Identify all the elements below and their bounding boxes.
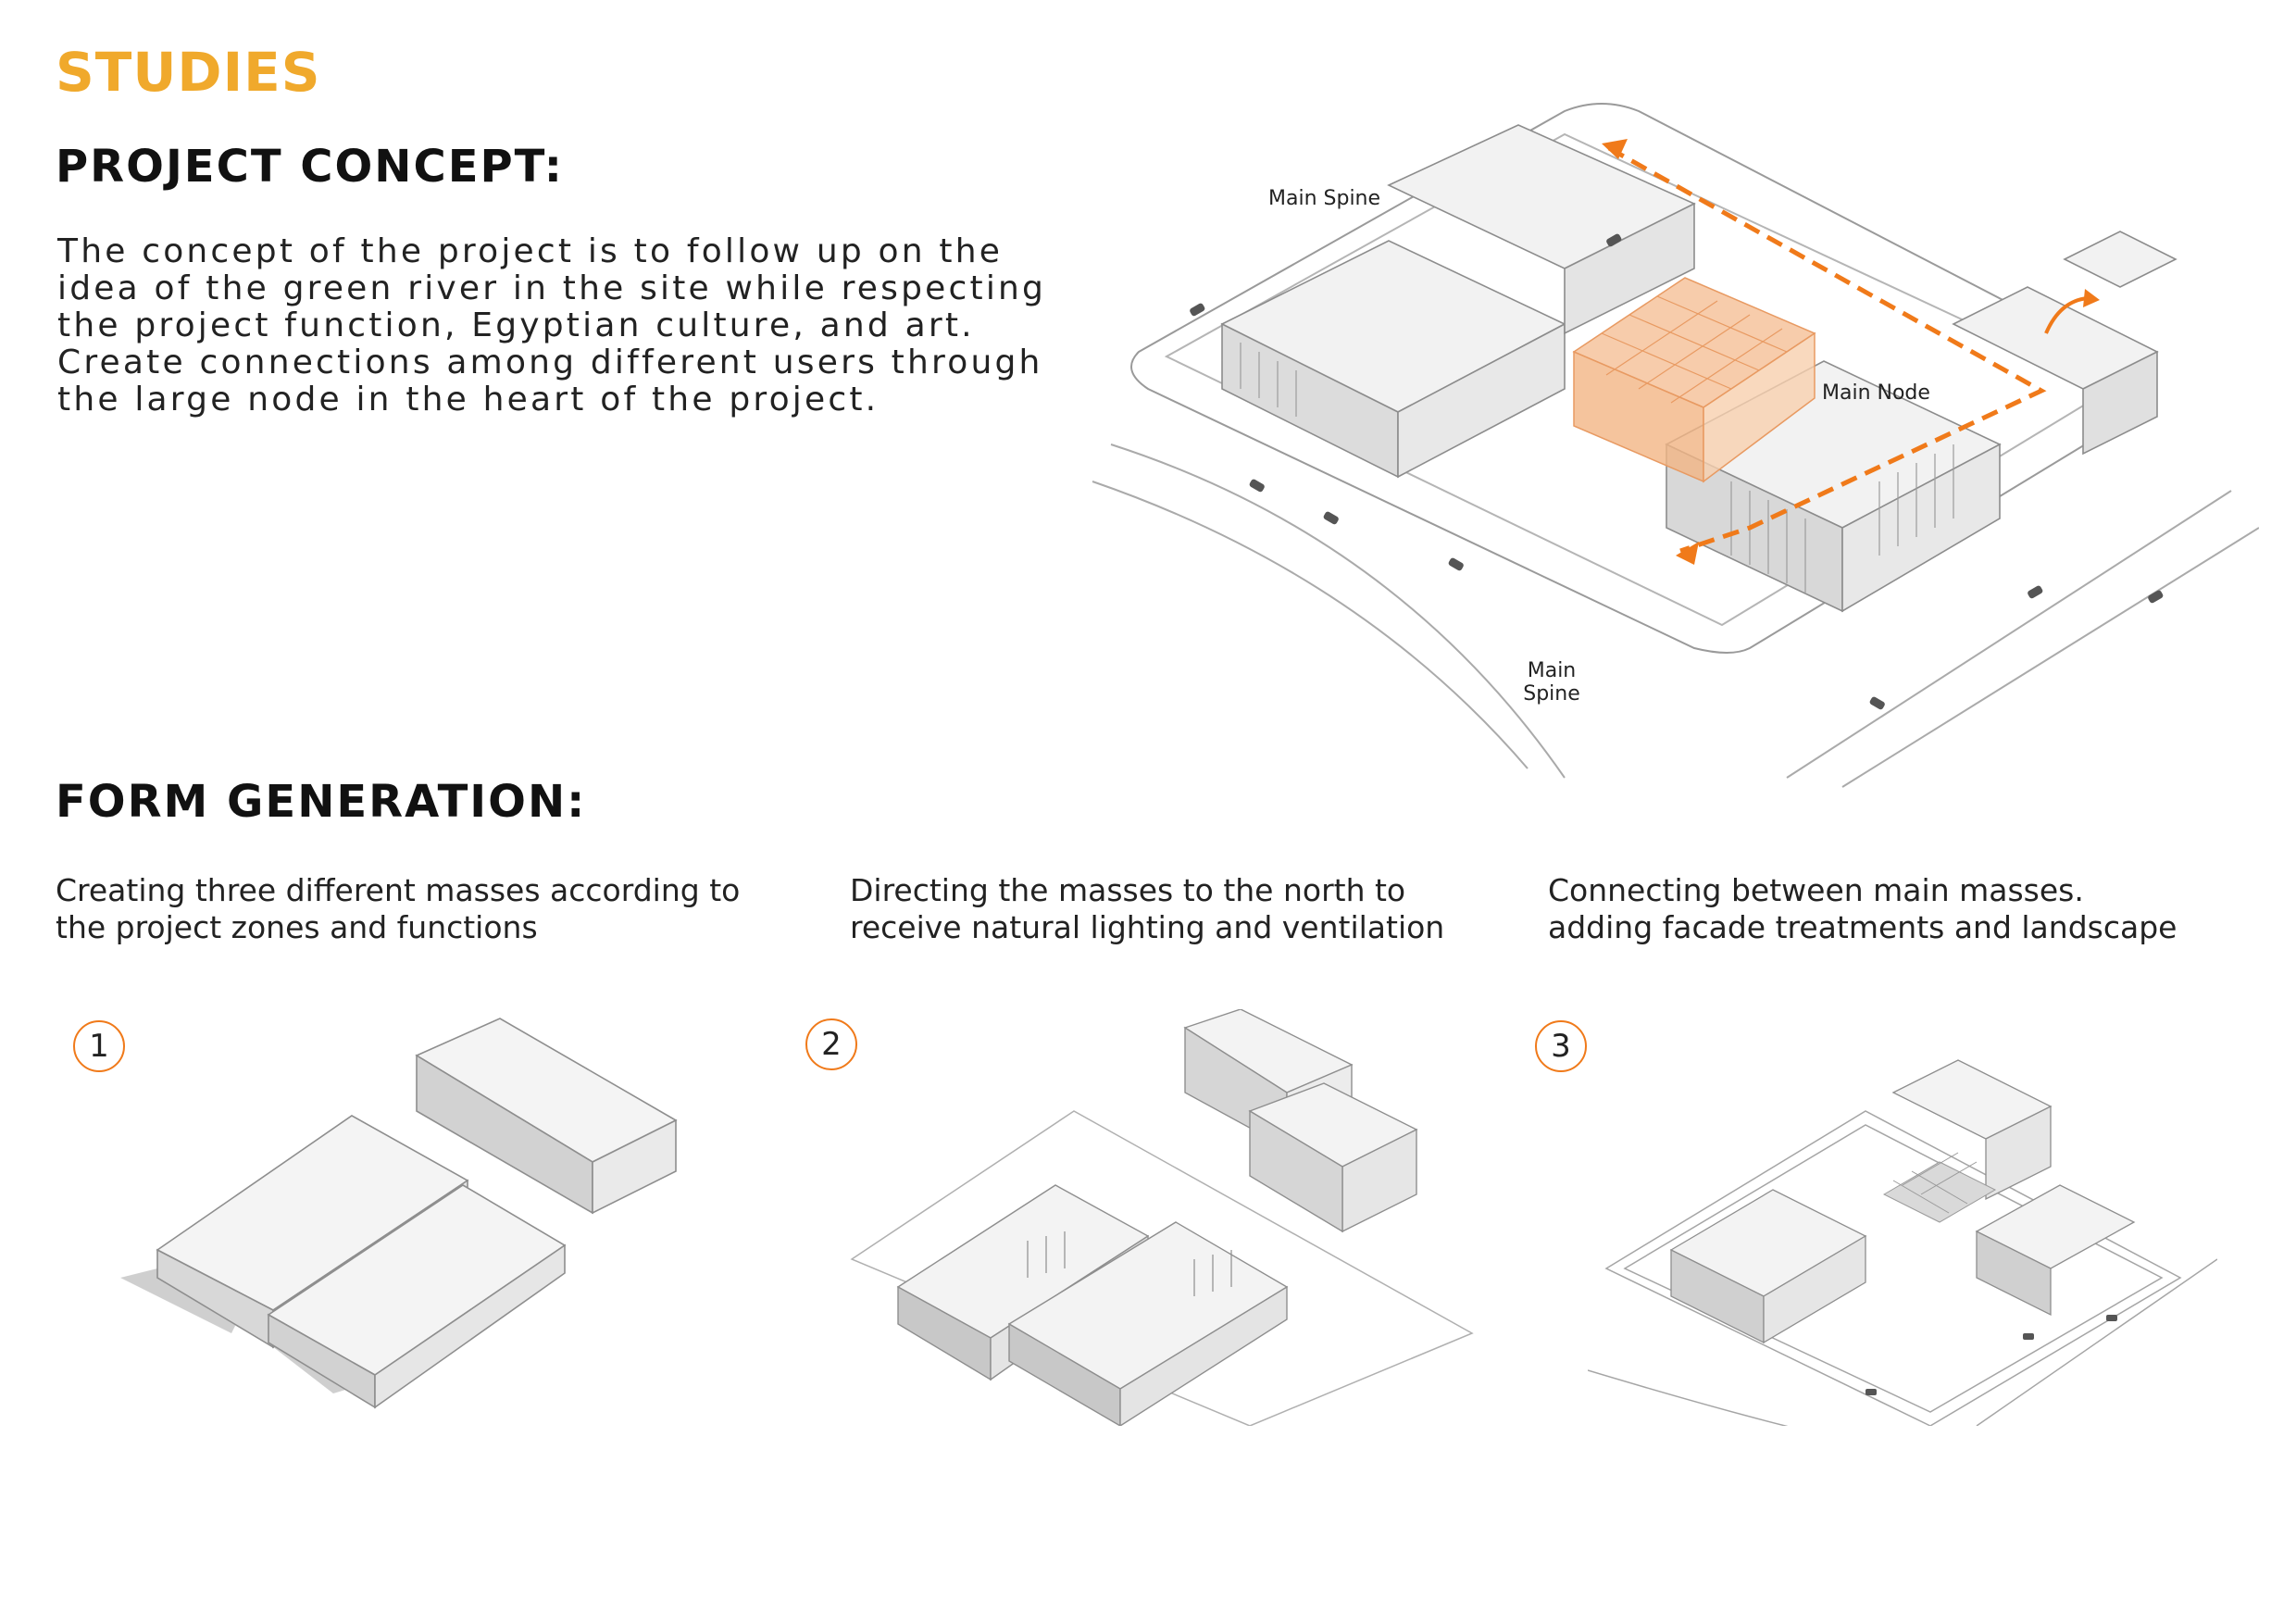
step-1-caption: Creating three different masses accordin… bbox=[56, 872, 740, 946]
concept-text: The concept of the project is to follow … bbox=[57, 232, 1047, 418]
main-spine-line bbox=[1607, 145, 2047, 554]
label-main-spine-bottom-line1: Main bbox=[1527, 659, 1577, 682]
step-2-caption: Directing the masses to the north to rec… bbox=[850, 872, 1444, 946]
concept-heading: PROJECT CONCEPT: bbox=[56, 141, 564, 193]
step-2-caption-line2: receive natural lighting and ventilation bbox=[850, 909, 1445, 945]
label-main-spine-bottom: Main Spine bbox=[1515, 659, 1589, 706]
step-1-masses-diagram bbox=[120, 1018, 678, 1409]
node-arrow bbox=[2044, 296, 2089, 334]
label-main-spine-bottom-line2: Spine bbox=[1523, 682, 1580, 706]
step-2-number: 2 bbox=[805, 1018, 857, 1070]
site-plan-axonometric bbox=[1092, 103, 2259, 788]
spine-arrow-top bbox=[1602, 139, 1628, 159]
main-node-highlight bbox=[1572, 277, 1816, 483]
step-2-caption-line1: Directing the masses to the north to bbox=[850, 872, 1406, 908]
section-title: STUDIES bbox=[56, 41, 321, 104]
step-3-caption-line1: Connecting between main masses. bbox=[1548, 872, 2084, 908]
step-3-connected-masses-diagram bbox=[1588, 1059, 2217, 1426]
form-generation-heading: FORM GENERATION: bbox=[56, 776, 587, 828]
step-1-caption-line1: Creating three different masses accordin… bbox=[56, 872, 741, 908]
step-2-oriented-masses-diagram bbox=[850, 1009, 1474, 1426]
step-3-caption: Connecting between main masses. adding f… bbox=[1548, 872, 2177, 946]
step-3-caption-line2: adding facade treatments and landscape bbox=[1548, 909, 2177, 945]
label-main-spine-top: Main Spine bbox=[1268, 187, 1381, 210]
spine-arrow-bottom bbox=[1676, 542, 1699, 565]
step-1-number: 1 bbox=[73, 1020, 125, 1072]
step-1-caption-line2: the project zones and functions bbox=[56, 909, 538, 945]
label-main-node: Main Node bbox=[1822, 381, 1930, 405]
step-3-number: 3 bbox=[1535, 1020, 1587, 1072]
